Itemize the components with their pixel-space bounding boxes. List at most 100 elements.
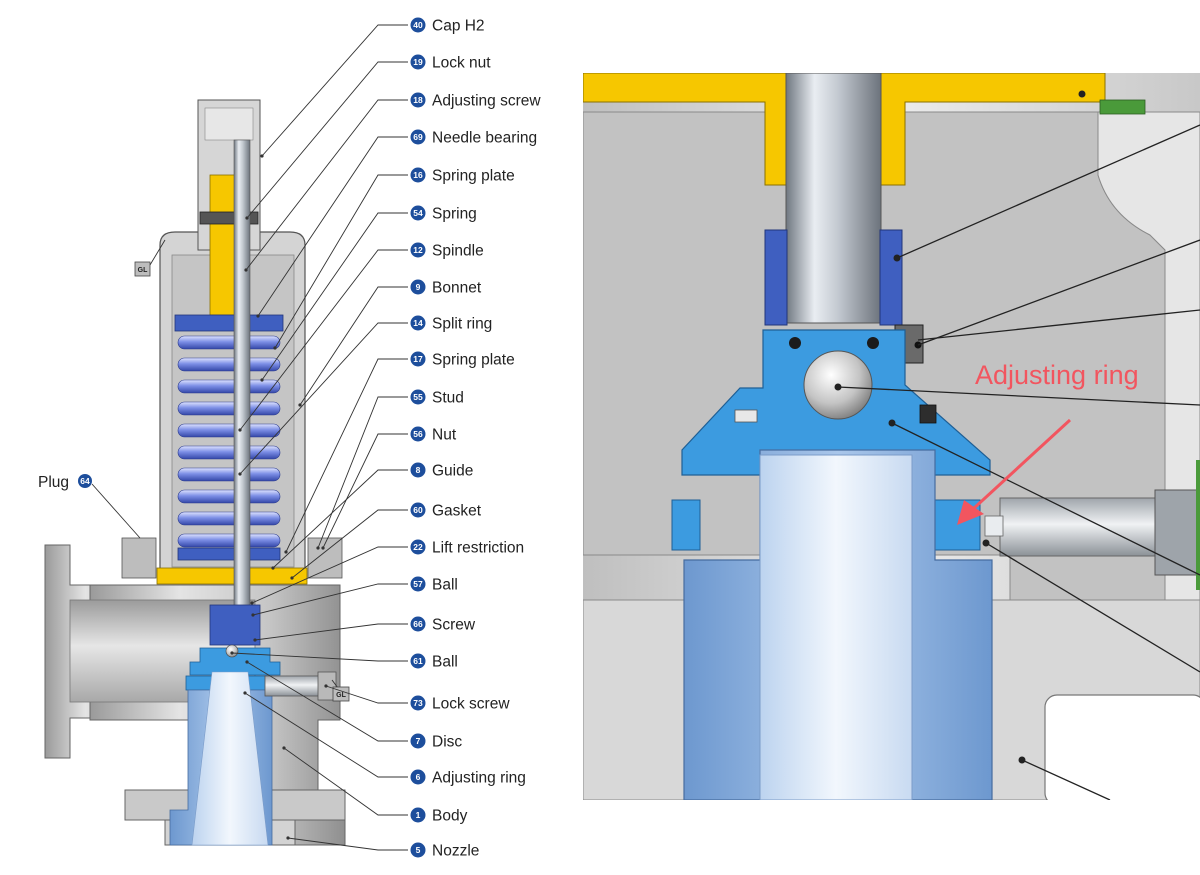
spring-plate-bottom [177, 547, 281, 561]
part-number: 19 [413, 57, 423, 67]
ball-61 [225, 644, 239, 658]
part-name: Spring [432, 206, 477, 223]
leader-dot [286, 836, 290, 840]
leader-dot [244, 268, 248, 272]
leader-line [239, 322, 408, 475]
part-number: 60 [413, 505, 423, 515]
part-number-badge [410, 616, 426, 632]
leader-dot [316, 546, 320, 550]
part-name: Stud [432, 390, 464, 407]
leader-dot [271, 566, 275, 570]
gl-tag-top: GL [134, 239, 166, 277]
leader-line [245, 99, 408, 271]
part-number-badge [410, 129, 426, 145]
leader-line [322, 433, 408, 549]
zoom-gasket [1099, 99, 1146, 115]
leader-line [287, 837, 408, 851]
part-number-badge [410, 242, 426, 258]
part-number: 17 [413, 354, 423, 364]
leader-dot [256, 314, 260, 318]
leader-line [283, 747, 408, 816]
leader-dot [282, 746, 286, 750]
plug-label: Plug 64 [38, 474, 141, 539]
adjusting-ring-callout: Adjusting ring [957, 360, 1139, 525]
zoom-lock-screw-tip [984, 515, 1004, 537]
part-number: 40 [413, 20, 423, 30]
part-number-badge [410, 92, 426, 108]
part-number-badge [410, 695, 426, 711]
part-name: Ball [432, 654, 458, 671]
part-name: Screw [432, 617, 476, 634]
part-number: 1 [416, 810, 421, 820]
gl-tag-bottom: GL [331, 679, 350, 702]
spindle [233, 139, 251, 646]
part-number-badge [410, 653, 426, 669]
leader-dot [250, 601, 254, 605]
part-number-badge [410, 426, 426, 442]
leader-line [231, 652, 408, 662]
part-name: Ball [432, 577, 458, 594]
part-name: Body [432, 808, 468, 825]
svg-text:Plug: Plug [38, 474, 69, 491]
svg-text:GL: GL [138, 267, 148, 274]
part-number: 12 [413, 245, 423, 255]
cap-top [204, 107, 254, 141]
leader-dot [245, 216, 249, 220]
leader-dot [243, 691, 247, 695]
part-label: 61 Ball [410, 653, 458, 671]
part-name: Cap H2 [432, 18, 485, 35]
zoom-guide-left [764, 229, 788, 326]
guide [209, 604, 261, 646]
leader-line [274, 174, 408, 349]
leader-line [317, 396, 408, 549]
lock-screw [264, 675, 326, 697]
part-number-badge [410, 807, 426, 823]
part-number: 61 [413, 656, 423, 666]
leader-dot [324, 684, 328, 688]
leader-dot [260, 378, 264, 382]
part-label: 40 Cap H2 [410, 17, 485, 35]
part-number-badge [410, 576, 426, 592]
part-number-badge [410, 502, 426, 518]
leader-line [244, 692, 408, 778]
part-number-badge [410, 539, 426, 555]
leader-line [272, 469, 408, 569]
part-name: Nozzle [432, 843, 479, 860]
part-name: Spindle [432, 243, 484, 260]
leader-line [285, 358, 408, 553]
part-name: Spring plate [432, 168, 515, 185]
leader-lines [230, 24, 408, 851]
leader-line [251, 546, 408, 604]
part-number: 6 [416, 772, 421, 782]
part-number: 55 [413, 392, 423, 402]
part-label: 55 Stud [410, 389, 464, 407]
zoom-guide-right [879, 229, 903, 326]
part-number: 66 [413, 619, 423, 629]
leader-line [239, 249, 408, 431]
part-number-badge [410, 462, 426, 478]
part-number-badge [410, 842, 426, 858]
part-name: Disc [432, 734, 462, 751]
leader-line [252, 583, 408, 616]
zoom-adjusting-ring-left [671, 499, 701, 551]
part-number-badge [410, 351, 426, 367]
part-label: 1 Body [410, 807, 468, 825]
part-number-badge [410, 769, 426, 785]
part-number-badge [410, 315, 426, 331]
part-number: 69 [413, 132, 423, 142]
leader-dot [321, 546, 325, 550]
leader-line [246, 661, 408, 742]
leader-line [325, 685, 408, 704]
leader-dot [284, 550, 288, 554]
